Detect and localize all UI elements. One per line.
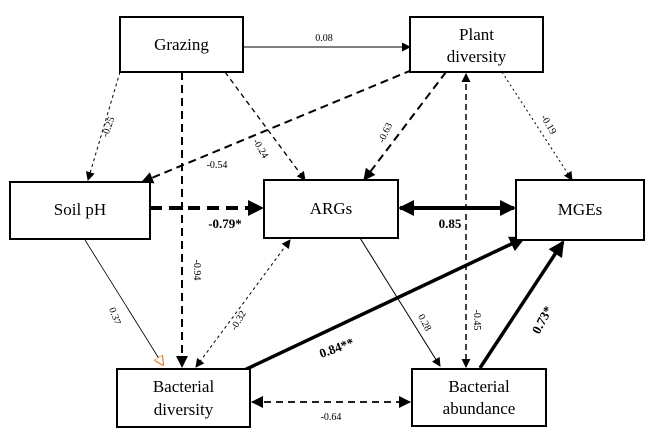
coef-soil-ph-args: -0.79* [208, 216, 242, 231]
path-grazing-args [224, 71, 306, 181]
coef-args-mges: 0.85 [439, 216, 462, 231]
coef-grazing-plant-diversity: 0.08 [315, 33, 333, 44]
svg-text:Grazing: Grazing [154, 35, 209, 54]
svg-text:Plant: Plant [459, 25, 494, 44]
node-mges: MGEs [515, 179, 645, 241]
node-grazing: Grazing [119, 16, 244, 73]
coef-grazing-soil-ph: -0.25 [100, 115, 117, 138]
coef-plant-diversity-mges: -0.19 [538, 113, 558, 137]
svg-text:diversity: diversity [447, 47, 507, 66]
path-plant-diversity-soil-ph [141, 69, 413, 184]
coef-bacterial-diversity-bacterial-abundance: -0.64 [321, 412, 342, 423]
svg-text:MGEs: MGEs [558, 200, 602, 219]
path-bacterial-diversity-mges [235, 236, 526, 376]
path-args-bacterial-abundance [359, 237, 441, 367]
svg-text:diversity: diversity [154, 400, 214, 419]
node-bacterial-abundance: Bacterial abundance [411, 368, 547, 427]
svg-text:Bacterial: Bacterial [448, 377, 510, 396]
path-soil-ph-bacterial-diversity [84, 239, 163, 365]
path-plant-diversity-args [363, 71, 447, 181]
coef-plant-diversity-bacterial-abundance: -0.45 [471, 310, 482, 331]
coef-bacterial-diversity-args: -0.32 [229, 309, 249, 333]
coef-soil-ph-bacterial-diversity: 0.37 [106, 306, 122, 326]
coef-bacterial-diversity-mges: 0.84** [317, 335, 356, 361]
svg-text:Bacterial: Bacterial [153, 377, 215, 396]
path-plant-diversity-mges [501, 71, 573, 181]
svg-text:ARGs: ARGs [310, 199, 353, 218]
node-bacterial-diversity: Bacterial diversity [116, 368, 251, 428]
node-soil-ph: Soil pH [9, 181, 151, 240]
path-bacterial-abundance-mges [478, 240, 565, 369]
node-args: ARGs [263, 179, 399, 239]
svg-text:Soil pH: Soil pH [54, 200, 106, 219]
coef-grazing-args: -0.24 [250, 137, 270, 161]
coef-grazing-bacterial-diversity: -0.94 [191, 260, 202, 281]
svg-text:abundance: abundance [443, 399, 516, 418]
coef-plant-diversity-args: -0.63 [376, 121, 395, 145]
coef-bacterial-abundance-mges: 0.73* [529, 303, 556, 336]
path-grazing-soil-ph [85, 71, 121, 181]
path-bacterial-diversity-args [195, 239, 291, 368]
node-plant-diversity: Plant diversity [409, 16, 544, 73]
coef-plant-diversity-soil-ph: -0.54 [207, 160, 228, 171]
